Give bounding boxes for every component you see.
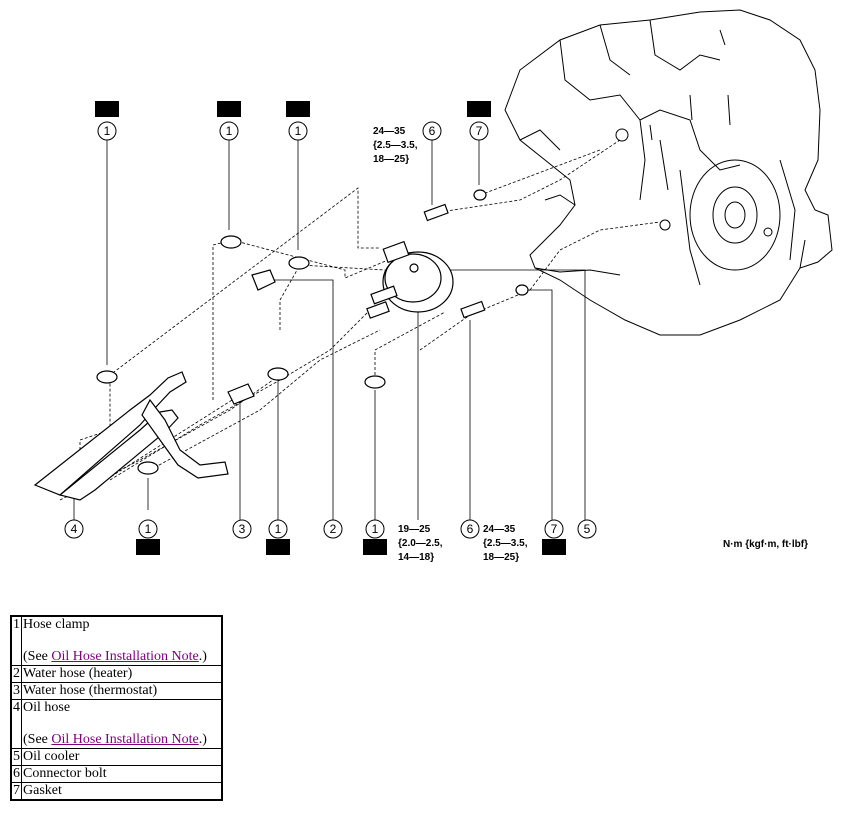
- legend-number: 4: [10, 699, 22, 749]
- bottom-callout-1a: 1: [138, 519, 158, 539]
- gaskets-illustration: [473, 189, 529, 296]
- legend-number: 5: [10, 748, 22, 766]
- exploded-parts-diagram: 1 1 1 6 7 4 1 3 1 2 1 6: [33, 9, 833, 563]
- legend-description: Oil cooler: [21, 748, 223, 766]
- svg-text:{2.0—2.5,: {2.0—2.5,: [398, 538, 443, 549]
- bottom-callout-5: 5: [577, 519, 597, 539]
- bottom-callout-7: 7: [544, 519, 564, 539]
- svg-text:1: 1: [275, 522, 282, 536]
- top-callout-7: 7: [469, 121, 489, 141]
- legend-description: Water hose (heater): [21, 665, 223, 683]
- legend-row: 5 Oil cooler: [10, 748, 223, 766]
- connector-bolts-illustration: [423, 203, 486, 319]
- black-marker-boxes: [95, 101, 566, 555]
- bottom-callout-4: 4: [64, 519, 84, 539]
- bottom-callout-1c: 1: [365, 519, 385, 539]
- legend-text: Oil hose: [23, 700, 71, 715]
- parts-legend-table: 1 Hose clamp (See Oil Hose Installation …: [10, 615, 223, 801]
- legend-text: Hose clamp: [23, 617, 90, 632]
- svg-text:3: 3: [239, 522, 246, 536]
- legend-description: Hose clamp (See Oil Hose Installation No…: [21, 615, 223, 666]
- water-hoses-illustration: [227, 269, 276, 405]
- legend-row: 3 Water hose (thermostat): [10, 682, 223, 700]
- top-callout-1c: 1: [288, 121, 308, 141]
- legend-row: 2 Water hose (heater): [10, 665, 223, 683]
- legend-description: Connector bolt: [21, 765, 223, 783]
- oil-cooler-illustration: [366, 240, 454, 319]
- svg-text:1: 1: [295, 124, 302, 138]
- torque-unit-label: N·m {kgf·m, ft·lbf}: [723, 539, 808, 550]
- oil-hose-installation-note-link[interactable]: Oil Hose Installation Note: [51, 649, 199, 664]
- legend-number: 7: [10, 782, 22, 801]
- oil-hose-installation-note-link[interactable]: Oil Hose Installation Note: [51, 732, 199, 747]
- svg-text:1: 1: [145, 522, 152, 536]
- svg-text:7: 7: [476, 124, 483, 138]
- bottom-callout-2: 2: [323, 519, 343, 539]
- svg-text:19—25: 19—25: [398, 524, 431, 535]
- legend-number: 6: [10, 765, 22, 783]
- legend-number: 2: [10, 665, 22, 683]
- oil-hose-illustration: [33, 371, 229, 501]
- svg-text:1: 1: [372, 522, 379, 536]
- legend-description: Gasket: [21, 782, 223, 801]
- svg-text:18—25}: 18—25}: [483, 552, 519, 563]
- svg-text:24—35: 24—35: [373, 126, 406, 137]
- svg-text:5: 5: [584, 522, 591, 536]
- svg-text:6: 6: [429, 124, 436, 138]
- svg-text:1: 1: [104, 124, 111, 138]
- legend-row: 7 Gasket: [10, 782, 223, 801]
- top-callout-1b: 1: [219, 121, 239, 141]
- svg-text:24—35: 24—35: [483, 524, 516, 535]
- svg-text:14—18}: 14—18}: [398, 552, 434, 563]
- bottom-callout-6: 6: [460, 519, 480, 539]
- legend-number: 3: [10, 682, 22, 700]
- torque-spec-bottom-left: 19—25 {2.0—2.5, 14—18}: [398, 524, 443, 563]
- legend-row: 6 Connector bolt: [10, 765, 223, 783]
- svg-text:1: 1: [226, 124, 233, 138]
- svg-text:7: 7: [551, 522, 558, 536]
- legend-row: 1 Hose clamp (See Oil Hose Installation …: [10, 615, 223, 666]
- torque-spec-bottom-right: 24—35 {2.5—3.5, 18—25}: [483, 524, 528, 563]
- legend-description: Water hose (thermostat): [21, 682, 223, 700]
- legend-see-note: (See Oil Hose Installation Note.): [23, 732, 207, 747]
- legend-see-note: (See Oil Hose Installation Note.): [23, 649, 207, 664]
- legend-description: Oil hose (See Oil Hose Installation Note…: [21, 699, 223, 749]
- torque-spec-top: 24—35 {2.5—3.5, 18—25}: [373, 126, 418, 165]
- top-callout-1a: 1: [97, 121, 117, 141]
- engine-block-illustration: [504, 9, 833, 336]
- bottom-callout-3: 3: [232, 519, 252, 539]
- legend-number: 1: [10, 615, 22, 666]
- hose-clamps: [96, 235, 386, 475]
- top-callout-6: 6: [422, 121, 442, 141]
- bottom-callout-1b: 1: [268, 519, 288, 539]
- svg-text:{2.5—3.5,: {2.5—3.5,: [483, 538, 528, 549]
- svg-text:2: 2: [330, 522, 337, 536]
- svg-text:{2.5—3.5,: {2.5—3.5,: [373, 140, 418, 151]
- svg-text:4: 4: [71, 522, 78, 536]
- svg-text:6: 6: [467, 522, 474, 536]
- legend-row: 4 Oil hose (See Oil Hose Installation No…: [10, 699, 223, 749]
- svg-text:18—25}: 18—25}: [373, 154, 409, 165]
